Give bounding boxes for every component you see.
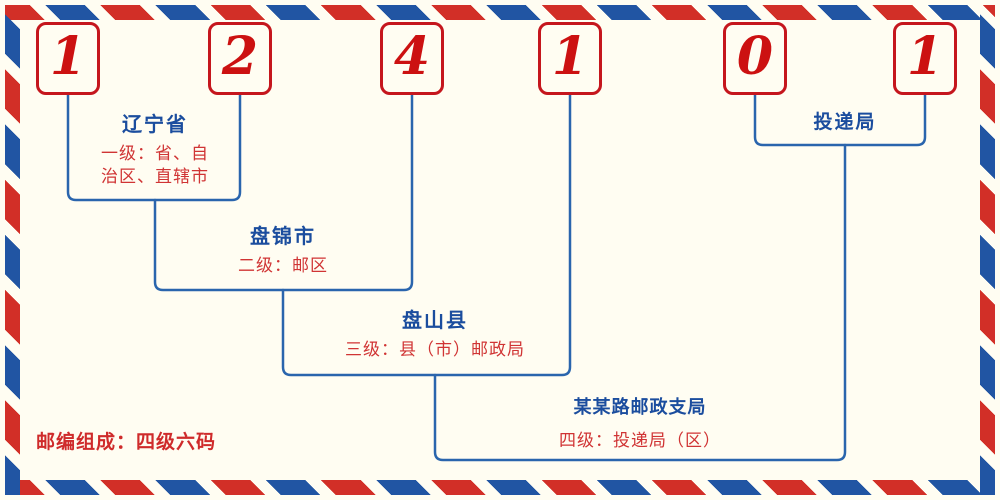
delivery-office-label: 投递局 [785,110,905,134]
postal-digit-box-2: 2 [208,22,272,95]
level2-name: 盘锦市 [250,224,316,248]
level2-label: 盘锦市 二级：邮区 [193,224,373,278]
airmail-stripe-top [5,5,995,20]
level3-label: 盘山县 三级：县（市）邮政局 [315,308,555,362]
level3-name: 盘山县 [402,308,468,332]
postal-digit-box-4: 1 [538,22,602,95]
postal-digit-6: 1 [906,25,944,87]
level1-desc-line1: 一级：省、自 [101,144,209,164]
airmail-stripe-left [5,5,20,495]
postal-digit-1: 1 [49,25,87,87]
level3-desc: 三级：县（市）邮政局 [345,340,525,360]
airmail-stripe-right [980,5,995,495]
postal-digit-2: 2 [221,25,259,87]
level4-desc: 四级：投递局（区） [559,431,721,451]
level1-label: 辽宁省 一级：省、自 治区、直辖市 [73,112,237,189]
level1-desc: 一级：省、自 治区、直辖市 [73,143,237,189]
airmail-stripe-bottom [5,480,995,495]
postal-digit-box-1: 1 [36,22,100,95]
postal-digit-box-6: 1 [893,22,957,95]
level4-label: 某某路邮政支局 四级：投递局（区） [500,396,780,453]
level2-desc: 二级：邮区 [238,256,328,276]
level4-name: 某某路邮政支局 [573,397,707,418]
postal-digit-3: 4 [393,25,431,87]
composition-note: 邮编组成：四级六码 [36,431,217,453]
postal-digit-box-3: 4 [380,22,444,95]
level1-name: 辽宁省 [122,112,188,136]
postal-digit-4: 1 [551,25,589,87]
postal-digit-box-5: 0 [723,22,787,95]
level1-desc-line2: 治区、直辖市 [101,167,209,187]
postal-digit-5: 0 [736,25,774,87]
delivery-office-name: 投递局 [813,111,877,133]
